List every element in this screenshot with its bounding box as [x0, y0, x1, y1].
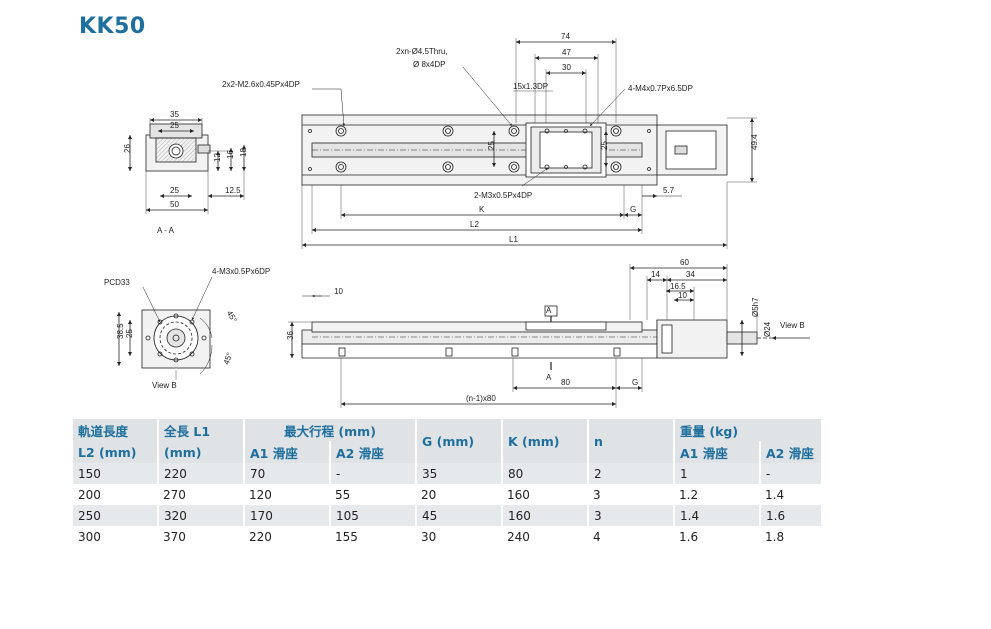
kk50-technical-drawing: 2xn-Ø4.5Thru, Ø 8x4DP 2x2-M2.6x0.45Px4DP… [104, 32, 810, 408]
dim-5-7: 5.7 [663, 186, 675, 195]
dim-34: 34 [686, 270, 695, 279]
dim-26: 26 [123, 144, 132, 153]
dim-16-5: 16.5 [670, 282, 686, 291]
dim-k: K [479, 205, 485, 214]
dim-30: 30 [562, 63, 571, 72]
section-label: A - A [157, 226, 175, 235]
dim-g: G [630, 205, 636, 214]
col-rail-length: 軌道長度 [73, 419, 158, 441]
callout-m3-end-tap: 4-M3x0.5Px6DP [212, 267, 270, 276]
table-row: 150 220 70 - 35 80 2 1 - [73, 463, 821, 484]
col-total-length-unit: (mm) [157, 441, 244, 463]
dim-47: 47 [562, 48, 571, 57]
dim-35: 35 [170, 110, 179, 119]
dim-l1: L1 [509, 235, 518, 244]
dim-38-5: 38.5 [116, 323, 125, 339]
side-view [288, 264, 810, 408]
table-row: 250 320 170 105 45 160 3 1.4 1.6 [73, 505, 821, 526]
dim-36: 36 [286, 331, 295, 340]
callout-m2-tap: 2x2-M2.6x0.45Px4DP [222, 80, 300, 89]
dim-25-top: 25 [487, 141, 496, 150]
dim-5h7: Ø5h7 [751, 297, 760, 317]
col-k: K (mm) [501, 419, 588, 463]
dim-18: 18 [239, 148, 248, 157]
col-rail-length-unit: L2 (mm) [73, 441, 158, 463]
table-row: 300 370 220 155 30 240 4 1.6 1.8 [73, 526, 821, 547]
callout-thru-holes-2: Ø 8x4DP [413, 60, 445, 69]
angle-label-upper: 45° [225, 309, 239, 324]
callout-pitch: 15x1.3DP [513, 82, 548, 91]
col-max-stroke: 最大行程 (mm) [243, 419, 416, 441]
col-stroke-a1: A1 滑座 [243, 441, 330, 463]
col-n: n [587, 419, 674, 463]
dim-12: 12 [213, 153, 222, 162]
dim-49-4: 49.4 [750, 134, 759, 150]
dim-24: Ø24 [763, 321, 772, 337]
callout-m4-tap: 4-M4x0.7Px6.5DP [628, 84, 693, 93]
section-mark-a-bottom: A [546, 373, 552, 382]
callout-thru-holes-1: 2xn-Ø4.5Thru, [396, 47, 448, 56]
dim-16: 16 [226, 150, 235, 159]
col-weight: 重量 (kg) [673, 419, 821, 441]
angle-label-lower: 45° [222, 351, 235, 365]
dim-25-b: 25 [170, 186, 179, 195]
dim-g-side: G [632, 378, 638, 387]
dim-74: 74 [561, 32, 570, 41]
dim-80: 80 [561, 378, 570, 387]
col-g: G (mm) [415, 419, 502, 463]
table-header-row-2: L2 (mm) (mm) A1 滑座 A2 滑座 A1 滑座 A2 滑座 [73, 441, 821, 463]
page-title: KK50 [79, 14, 146, 39]
dim-14: 14 [651, 270, 660, 279]
view-b-label-side: View B [780, 321, 805, 330]
view-b-label-end: View B [152, 381, 177, 390]
col-stroke-a2: A2 滑座 [329, 441, 416, 463]
dim-25-v: 25 [125, 329, 134, 338]
dim-10-right: 10 [678, 291, 687, 300]
dim-l2: L2 [470, 220, 479, 229]
dim-n-minus-1-x80: (n-1)x80 [466, 394, 496, 403]
top-view [301, 38, 757, 249]
spec-table: 軌道長度 全長 L1 最大行程 (mm) G (mm) K (mm) n 重量 … [73, 419, 821, 547]
table-header-row-1: 軌道長度 全長 L1 最大行程 (mm) G (mm) K (mm) n 重量 … [73, 419, 821, 463]
dim-25-a: 25 [170, 121, 179, 130]
col-total-length: 全長 L1 [157, 419, 244, 441]
col-weight-a1: A1 滑座 [673, 441, 760, 463]
dim-10-left: 10 [334, 287, 343, 296]
section-a-a [128, 118, 246, 214]
dim-12-5: 12.5 [225, 186, 241, 195]
callout-m3-tap: 2-M3x0.5Px4DP [474, 191, 532, 200]
col-weight-a2: A2 滑座 [759, 441, 821, 463]
view-b-end-view [117, 276, 213, 380]
callout-pcd: PCD33 [104, 278, 130, 287]
table-row: 200 270 120 55 20 160 3 1.2 1.4 [73, 484, 821, 505]
dim-25-right: 25 [600, 141, 609, 150]
dim-60: 60 [680, 258, 689, 267]
section-mark-a-top: A [546, 306, 552, 315]
dim-50: 50 [170, 200, 179, 209]
